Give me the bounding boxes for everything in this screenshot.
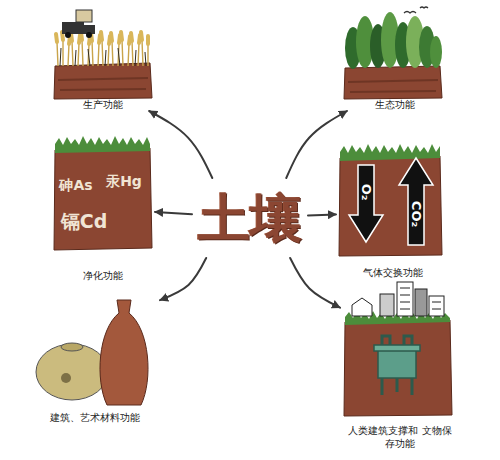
- element-label: 镉Cd: [61, 209, 108, 235]
- pot-rim: [61, 343, 83, 351]
- arrow-connector: [155, 212, 192, 214]
- element-label: 砷As: [59, 177, 92, 195]
- tree: [430, 36, 442, 68]
- soil-block: [54, 63, 152, 99]
- building: [380, 294, 394, 316]
- up-arrow: [399, 158, 433, 245]
- soil-layer: [58, 78, 148, 90]
- arrow-connector: [290, 258, 340, 308]
- function-caption: 生产功能: [83, 98, 123, 111]
- truck-cargo: [76, 10, 92, 22]
- function-caption: 净化功能: [83, 269, 123, 282]
- function-panel: 人类建筑支撑和 文物保存功能: [340, 285, 460, 450]
- soil-block: [339, 156, 442, 256]
- truck-body: [62, 22, 84, 34]
- grass: [55, 136, 150, 153]
- arrow-connector: [160, 258, 206, 300]
- tall-vase: [100, 300, 148, 405]
- round-pot: [36, 344, 108, 400]
- function-panel: 净化功能: [50, 135, 155, 282]
- house: [352, 298, 372, 316]
- soil-block: [54, 148, 152, 250]
- wheat-shadow: [60, 48, 146, 66]
- function-caption: 生态功能: [375, 98, 415, 111]
- soil-block: [344, 66, 442, 99]
- pot-dot: [61, 373, 71, 383]
- element-label: 汞Hg: [106, 173, 142, 191]
- building: [429, 296, 444, 316]
- function-panel: 生态功能: [340, 5, 450, 111]
- building: [415, 289, 427, 316]
- center-title: 土壤: [192, 178, 308, 258]
- function-caption: 建筑、艺术材料功能: [50, 411, 140, 424]
- function-caption: 人类建筑支撑和 文物保存功能: [348, 424, 452, 450]
- grass: [340, 144, 440, 161]
- building: [397, 282, 413, 316]
- ding-legs: [382, 336, 412, 395]
- arrow-connector: [308, 214, 336, 215]
- wheat-ears: [56, 32, 148, 44]
- function-caption: 气体交换功能: [363, 266, 423, 279]
- truck-wheel: [65, 32, 71, 38]
- soil-layer: [348, 80, 438, 92]
- birds: [404, 7, 428, 13]
- function-panel: 建筑、艺术材料功能: [30, 295, 160, 424]
- function-panel: 生产功能: [50, 12, 155, 111]
- function-panel: 气体交换功能: [336, 145, 450, 279]
- gas-label: O₂: [359, 184, 374, 201]
- ding-rim: [374, 345, 420, 351]
- down-arrow: [349, 165, 383, 242]
- arrow-connector: [149, 111, 212, 178]
- arrow-connector: [286, 111, 347, 178]
- gas-label: CO₂: [409, 201, 424, 227]
- windows: [400, 288, 441, 309]
- truck-wheel: [86, 32, 92, 38]
- title-text: 土壤: [198, 184, 302, 252]
- soil-block: [344, 320, 452, 416]
- bronze-ding: [378, 350, 416, 378]
